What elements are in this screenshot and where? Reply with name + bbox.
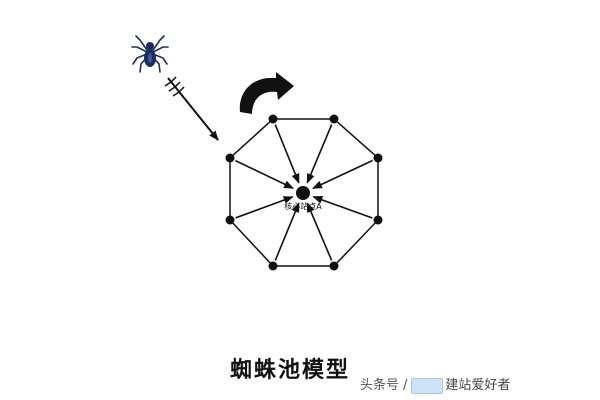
link-arrow-6 — [274, 202, 300, 261]
satellite-node-7 — [225, 215, 235, 225]
satellite-node-4 — [373, 215, 383, 225]
satellite-node-5 — [329, 261, 339, 271]
link-arrow-7 — [235, 196, 294, 219]
core-site-label: 核心站点A — [284, 201, 322, 211]
watermark-account: 建站爱好者 — [445, 378, 511, 393]
watermark: 头条号/ 建站爱好者 — [360, 374, 510, 394]
link-arrow-5 — [306, 202, 333, 261]
link-arrow-4 — [312, 195, 373, 219]
link-arrow-1 — [274, 124, 300, 184]
core-site-node — [296, 186, 310, 200]
satellite-node-8 — [225, 153, 235, 163]
spider-web-network — [225, 114, 383, 271]
feather-arrow-icon — [164, 76, 219, 141]
watermark-logo-icon — [411, 377, 444, 394]
link-arrow-3 — [312, 159, 373, 190]
satellite-node-6 — [268, 261, 278, 271]
watermark-separator: / — [403, 378, 408, 393]
spider-icon — [131, 35, 169, 73]
satellite-node-2 — [329, 114, 339, 124]
curved-cycle-arrow-icon — [239, 72, 294, 114]
satellite-node-1 — [268, 114, 278, 124]
satellite-node-3 — [373, 153, 383, 163]
link-arrow-8 — [235, 159, 294, 189]
diagram-title: 蜘蛛池模型 — [229, 358, 350, 383]
watermark-source: 头条号 — [360, 378, 400, 393]
link-arrow-2 — [306, 124, 333, 184]
